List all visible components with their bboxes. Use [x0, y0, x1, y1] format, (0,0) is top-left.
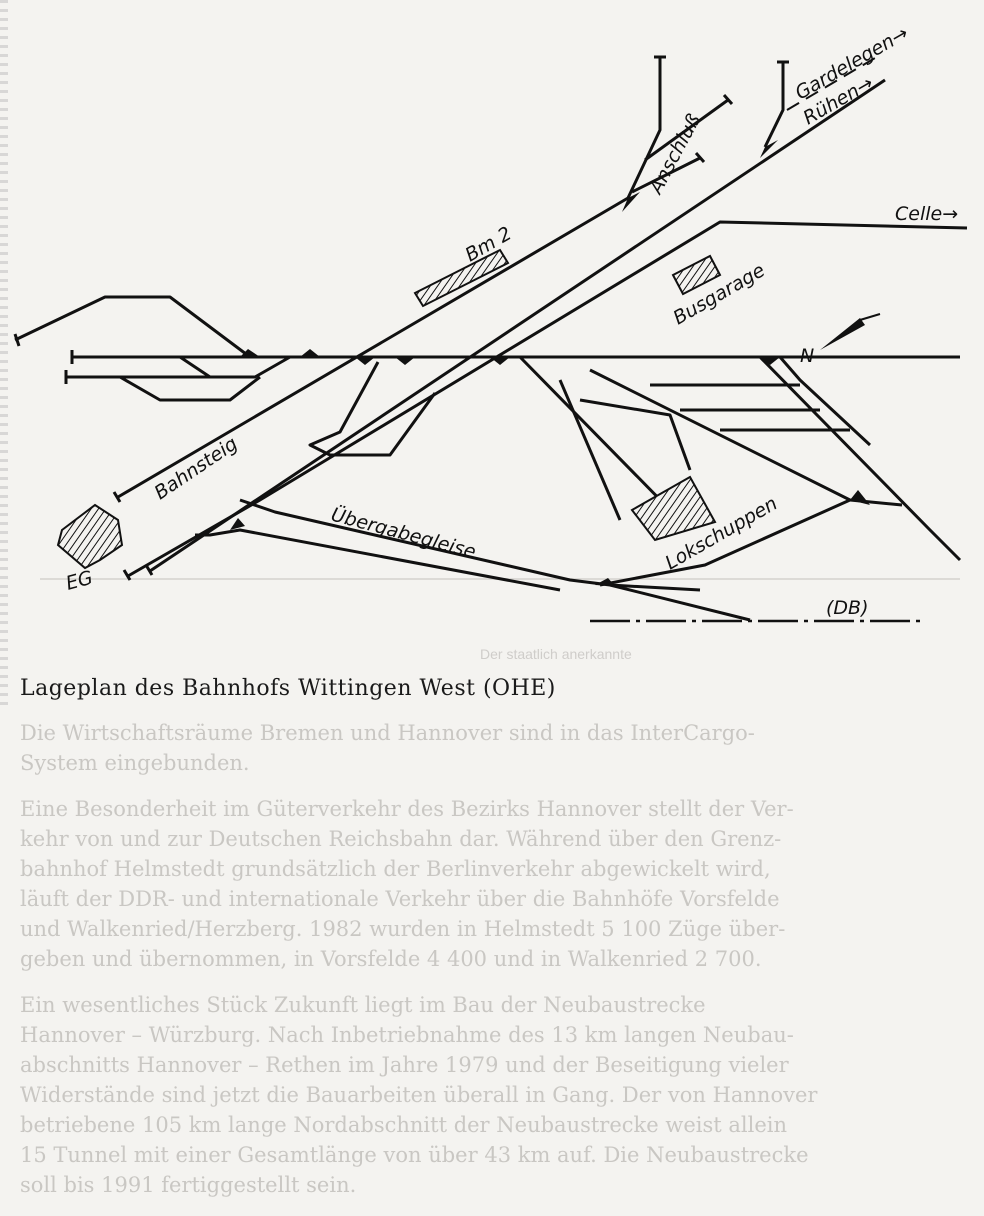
- track-anschluss: [117, 57, 662, 499]
- track-station-2: [66, 355, 291, 379]
- bg-line: geben und übernommen, in Vorsfelde 4 400…: [20, 947, 762, 971]
- label-db: (DB): [826, 597, 869, 619]
- bg-line: Widerstände sind jetzt die Bauarbeiten ü…: [20, 1083, 818, 1107]
- bg-line: 15 Tunnel mit einer Gesamtlänge von über…: [20, 1143, 809, 1167]
- track-anschluss-stub: [631, 156, 701, 194]
- buffer-stops: [654, 55, 734, 163]
- label-celle: Celle→: [895, 203, 958, 225]
- building-eg: [56, 503, 124, 570]
- figure-caption: Lageplan des Bahnhofs Wittingen West (OH…: [20, 676, 556, 701]
- switch-mark: [760, 140, 778, 158]
- bg-line: bahnhof Helmstedt grundsätzlich der Berl…: [20, 857, 771, 881]
- switch-mark: [240, 349, 260, 357]
- track-lok-3: [579, 398, 692, 471]
- page-edge: [0, 0, 8, 708]
- label-uebergabegleise: Übergabegleise: [329, 503, 479, 564]
- switch-mark: [850, 490, 870, 505]
- bg-line: und Walkenried/Herzberg. 1982 wurden in …: [20, 917, 786, 941]
- north-arrow-icon: N: [800, 313, 881, 367]
- switch-mark: [622, 192, 640, 212]
- track-lok-main: [589, 368, 903, 507]
- bg-line: läuft der DDR- und internationale Verkeh…: [20, 887, 780, 911]
- bg-line: betriebene 105 km lange Nordabschnitt de…: [20, 1113, 787, 1137]
- building-busgarage: [671, 254, 722, 296]
- paragraph-gap: [20, 778, 964, 794]
- north-label: N: [800, 345, 814, 367]
- track-gardelegen: [763, 62, 785, 148]
- gardelegen-dashes: [786, 54, 881, 111]
- track-uebergabe-2: [195, 528, 561, 592]
- track-uebergabe-1: [239, 498, 701, 592]
- switch-mark: [760, 357, 780, 365]
- bg-line: Hannover – Würzburg. Nach Inbetriebnahme…: [20, 1023, 794, 1047]
- switch-mark: [300, 349, 320, 357]
- track-anschluss-stub: [644, 98, 729, 162]
- track-db-link: [609, 583, 751, 622]
- track-celle: [127, 220, 968, 578]
- track-lok-lower: [599, 498, 851, 587]
- show-through-text: Die Wirtschaftsräume Bremen und Hannover…: [0, 708, 984, 1216]
- track-yard: [308, 361, 437, 457]
- switch-mark: [490, 357, 510, 365]
- switch-marks: [230, 140, 870, 586]
- bg-line: kehr von und zur Deutschen Reichsbahn da…: [20, 827, 782, 851]
- bg-line: Die Wirtschaftsräume Bremen und Hannover…: [20, 721, 755, 745]
- bg-line: System eingebunden.: [20, 751, 250, 775]
- track-fan-2: [530, 355, 872, 447]
- track-lok-2: [558, 379, 622, 521]
- track-station-3: [179, 355, 211, 379]
- track-west: [14, 295, 251, 359]
- track-ruehen: [149, 78, 886, 573]
- bg-line: Ein wesentliches Stück Zukunft liegt im …: [20, 993, 706, 1017]
- switch-mark: [595, 578, 615, 586]
- buffer-stops: [112, 491, 154, 581]
- building-bm2: [413, 248, 510, 308]
- figure-stage: Der staatlich anerkannte: [0, 0, 968, 708]
- bg-line: soll bis 1991 fertiggestellt sein.: [20, 1173, 357, 1197]
- label-eg: EG: [64, 567, 96, 595]
- track-plan: N Anschluß Gardelegen→ Rühen→ Celle→ Bm …: [13, 22, 968, 623]
- switch-mark: [395, 357, 415, 365]
- paragraph-gap: [20, 974, 964, 990]
- building-lokschuppen: [630, 475, 717, 542]
- buffer-stops: [13, 333, 74, 384]
- switch-mark: [230, 518, 245, 530]
- bg-line: abschnitts Hannover – Rethen im Jahre 19…: [20, 1053, 789, 1077]
- track-lok-1: [518, 355, 682, 522]
- bg-line: Eine Besonderheit im Güterverkehr des Be…: [20, 797, 794, 821]
- switch-mark: [355, 357, 375, 365]
- show-through-faint: Der staatlich anerkannte: [480, 646, 632, 662]
- track-station-4: [119, 375, 261, 402]
- track-fan-1: [758, 355, 962, 562]
